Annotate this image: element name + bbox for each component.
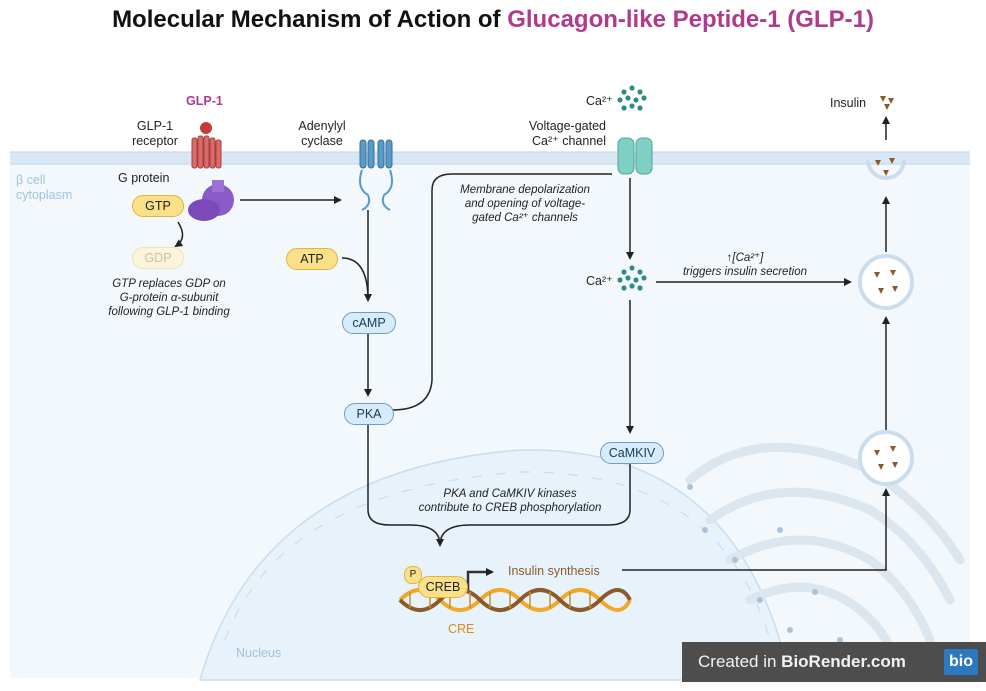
dna-helix [398,588,632,612]
gtp-note-line1: GTP replaces GDP on [112,278,226,290]
insulin-label: Insulin [830,96,867,110]
depolarization-note-line3: gated Ca²⁺ channels [472,212,578,224]
pathway-arrows [174,116,890,571]
adenylyl-cyclase-label-line2: cyclase [301,134,343,148]
transcription-start-arrow [466,568,494,590]
glp1-receptor-label-line1: GLP-1 [136,119,174,133]
gtp-note-line3: following GLP-1 binding [108,306,230,318]
ca-ions-top [617,85,647,111]
beta-cell-label-line1: β cell [16,173,46,187]
created-in-text: Created in BioRender.com [698,652,906,672]
insulin-granules-released [880,96,894,110]
atp-pill: ATP [286,248,338,270]
glp1-receptor-label-line2: receptor [132,134,178,148]
biorender-logo: bio [944,649,978,675]
ca-cytoplasm-label: Ca²⁺ [586,274,613,288]
ca-rise-note-line1: ↑[Ca²⁺] [726,252,764,264]
voltage-gated-ca-channel [617,137,653,175]
insulin-vesicle-1 [858,254,914,310]
cell-membrane [10,152,970,164]
insulin-synthesis-label: Insulin synthesis [508,564,600,578]
kinases-note-line1: PKA and CaMKIV kinases [443,488,577,500]
phosphate-badge: P [404,566,422,584]
adenylyl-cyclase-label-line1: Adenylyl [298,119,346,133]
vgcc-label-line1: Voltage-gated [528,119,606,133]
biorender-brand: BioRender.com [781,652,906,671]
depolarization-note-line2: and opening of voltage- [464,198,586,210]
insulin-vesicle-2 [858,430,914,486]
vgcc-label-line2: Ca²⁺ channel [532,134,606,148]
gtp-note-line2: G-protein α-subunit [119,292,219,304]
gtp-pill: GTP [132,195,184,217]
diagram-title: Molecular Mechanism of Action of Glucago… [0,6,986,34]
biorender-badge: Created in BioRender.com bio [682,642,986,682]
pka-pill: PKA [344,403,394,425]
beta-cell-label-line2: cytoplasm [16,188,73,202]
kinases-note-line2: contribute to CREB phosphorylation [418,502,602,514]
glp1-receptor [191,135,222,169]
ca-rise-note-line2: triggers insulin secretion [682,266,807,278]
ca-top-label: Ca²⁺ [586,94,613,108]
camp-pill: cAMP [342,312,396,334]
title-highlight: Glucagon-like Peptide-1 (GLP-1) [507,6,874,33]
adenylyl-cyclase [359,139,393,169]
nucleus [199,449,791,681]
glp1-label: GLP-1 [186,94,223,108]
camkiv-pill: CaMKIV [600,442,664,464]
cre-label: CRE [448,622,475,636]
g-protein [188,180,234,221]
depolarization-note-line1: Membrane depolarization [460,184,590,196]
glp1-ligand [200,122,212,134]
nucleus-label: Nucleus [236,646,282,660]
g-protein-label: G protein [118,171,170,185]
creb-pill: CREB [418,576,468,598]
gdp-pill: GDP [132,247,184,269]
created-in-prefix: Created in [698,652,782,671]
ca-ions-cytoplasm [617,265,647,291]
title-prefix: Molecular Mechanism of Action of [112,6,508,33]
